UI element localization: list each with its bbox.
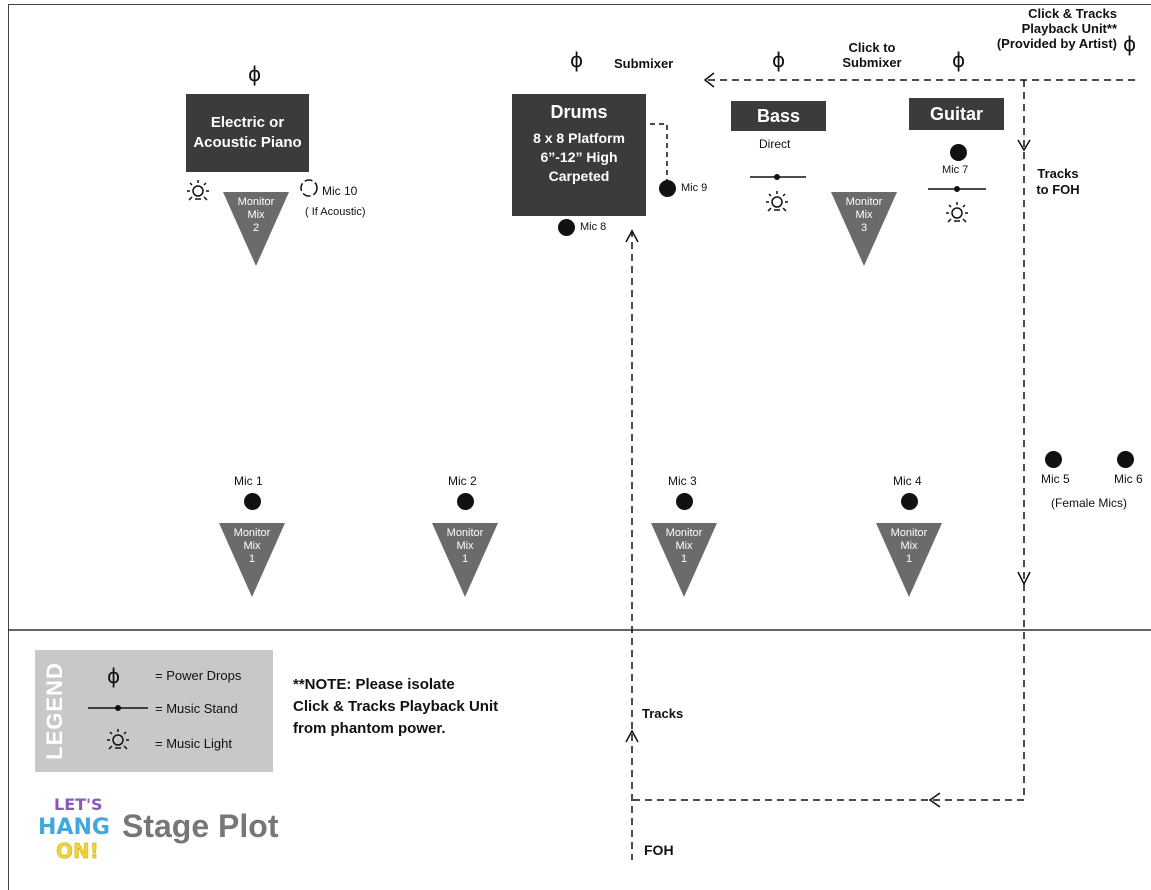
guitar-label: Guitar	[929, 103, 983, 124]
mic7-label: Mic 7	[942, 164, 969, 176]
legend-light-label: = Music Light	[155, 736, 232, 751]
mic9-label: Mic 9	[681, 182, 708, 194]
power-drop-icon: ɸ	[772, 48, 786, 72]
svg-text:HANG: HANG	[38, 815, 110, 840]
piano-box: Electric or Acoustic Piano	[186, 94, 309, 172]
mic2-label: Mic 2	[448, 474, 477, 488]
music-light-icon	[105, 728, 131, 759]
arrow-up-1	[625, 229, 639, 243]
arrow-left	[703, 72, 715, 88]
mic6-icon	[1117, 451, 1134, 468]
logo-graphic: LET'S HANG ON!	[38, 795, 110, 863]
mic6-label: Mic 6	[1114, 472, 1143, 486]
if-acoustic-label: ( If Acoustic)	[305, 206, 366, 218]
mic4-icon	[901, 493, 918, 510]
playback-unit-label: Click & Tracks Playback Unit** (Provided…	[996, 6, 1117, 51]
mic8-icon	[558, 219, 575, 236]
mic9-icon	[659, 180, 676, 197]
bass-box: Bass	[731, 101, 826, 131]
drums-title: Drums	[550, 102, 608, 122]
mic3-label: Mic 3	[668, 474, 697, 488]
click-to-submixer-label: Click to Submixer	[842, 40, 902, 70]
female-mics-label: (Female Mics)	[1051, 496, 1128, 510]
power-drop-icon: ɸ	[570, 48, 584, 72]
mic10-circle	[300, 179, 318, 197]
arrow-down-2	[1017, 571, 1031, 586]
mic7-icon	[950, 144, 967, 161]
music-light-icon	[764, 190, 790, 221]
legend-power-label: = Power Drops	[155, 668, 242, 683]
tracks-to-foh-label: Tracks to FOH	[1036, 166, 1080, 197]
drums-box: Drums 8 x 8 Platform 6”-12” High Carpete…	[512, 94, 646, 216]
mic4-label: Mic 4	[893, 474, 922, 488]
piano-label: Electric or Acoustic Piano	[193, 114, 302, 151]
legend-stand-label: = Music Stand	[155, 701, 238, 716]
note-line-1: **NOTE: Please isolate	[293, 676, 455, 693]
legend-title: LEGEND	[42, 662, 67, 760]
mic1-icon	[244, 493, 261, 510]
power-drop-icon: ɸ	[107, 664, 121, 688]
power-drop-icon: ɸ	[952, 48, 966, 72]
mic5-icon	[1045, 451, 1062, 468]
music-light-icon	[944, 201, 970, 232]
note-line-3: from phantom power.	[293, 720, 446, 737]
note-line-2: Click & Tracks Playback Unit	[293, 698, 499, 715]
mic3-icon	[676, 493, 693, 510]
foh-label: FOH	[644, 842, 674, 858]
drums-detail: 8 x 8 Platform 6”-12” High Carpeted	[533, 130, 625, 184]
mic10-label: Mic 10	[322, 184, 358, 198]
stage-frame	[8, 4, 1151, 890]
submixer-label: Submixer	[614, 56, 674, 71]
arrow-up-2	[625, 729, 639, 743]
arrow-down-1	[1017, 139, 1031, 152]
mic2-icon	[457, 493, 474, 510]
svg-text:ON!: ON!	[56, 839, 99, 862]
mic9-cable	[650, 123, 668, 182]
music-light-icon	[185, 179, 211, 210]
bass-label: Bass	[756, 105, 801, 126]
mic1-label: Mic 1	[234, 474, 263, 488]
arrow-left-2	[928, 792, 941, 808]
power-drop-icon: ɸ	[1123, 32, 1137, 56]
note-block: **NOTE: Please isolate Click & Tracks Pl…	[293, 674, 498, 740]
band-logo: LET'S HANG ON!	[36, 790, 114, 863]
svg-text:LET'S: LET'S	[54, 795, 102, 814]
legend-box: LEGEND ɸ = Power Drops = Music Stand = M…	[35, 650, 273, 772]
direct-label: Direct	[759, 137, 791, 151]
page-title: Stage Plot	[122, 808, 279, 844]
power-drop-icon: ɸ	[248, 62, 262, 86]
guitar-box: Guitar	[909, 98, 1004, 130]
tracks-label: Tracks	[642, 706, 684, 721]
mic8-label: Mic 8	[580, 221, 607, 233]
mic5-label: Mic 5	[1041, 472, 1070, 486]
